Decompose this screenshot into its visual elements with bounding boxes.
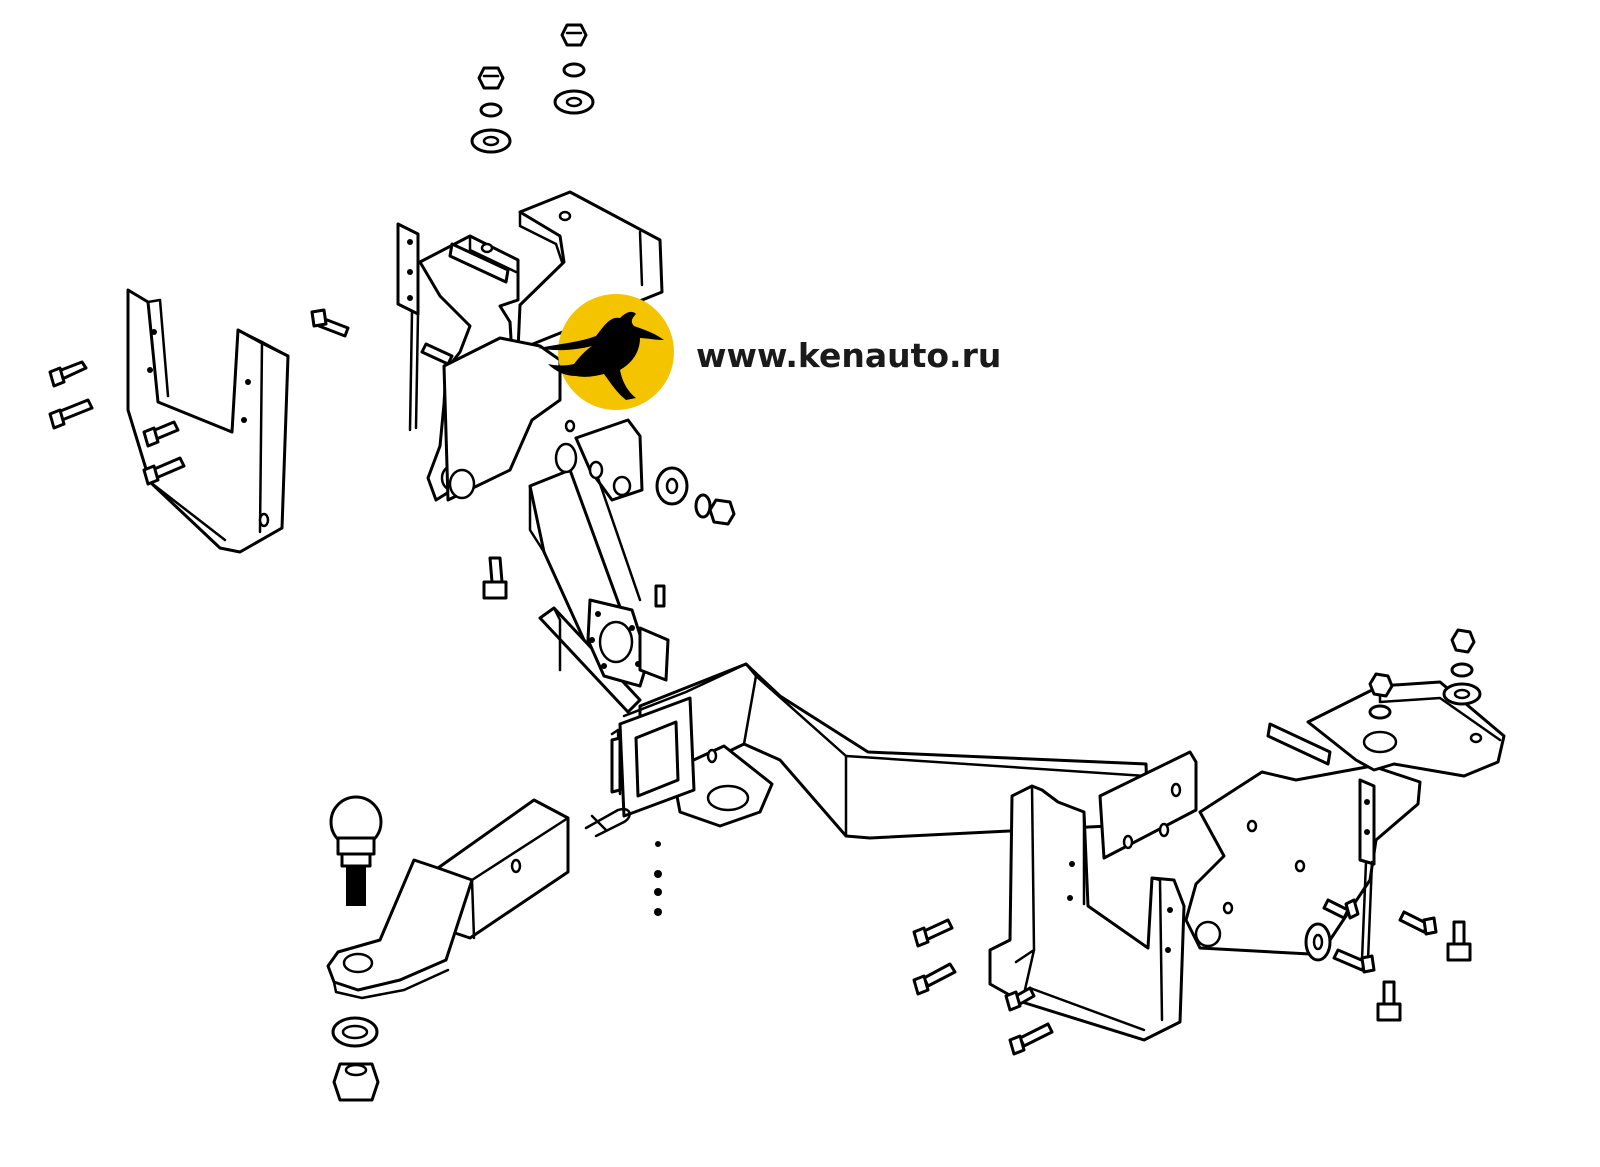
bolt-right-9 bbox=[1446, 920, 1472, 962]
bolt-right-3 bbox=[1004, 986, 1036, 1012]
lock-washer bbox=[694, 493, 712, 519]
bolt-right-4 bbox=[1008, 1022, 1054, 1056]
ball-nut bbox=[332, 1062, 380, 1102]
pin-dots bbox=[654, 841, 662, 916]
receiver-tube bbox=[610, 662, 748, 818]
upper-left-bracket bbox=[396, 190, 664, 502]
nut bbox=[560, 23, 588, 47]
top-left-hardware-stack bbox=[470, 66, 512, 154]
bolt-right-5 bbox=[1322, 898, 1360, 920]
lock-washer bbox=[479, 102, 503, 118]
small-bolt bbox=[654, 584, 666, 608]
top-right-hardware-stack bbox=[553, 23, 595, 115]
right-end-plate bbox=[1098, 750, 1198, 860]
kangaroo-icon bbox=[538, 311, 664, 400]
bolt-right-6 bbox=[1332, 948, 1376, 974]
bolt-right-8 bbox=[1398, 910, 1438, 936]
bolt-upper-left bbox=[310, 308, 350, 338]
lock-washer bbox=[562, 62, 586, 78]
washer-right-small bbox=[1304, 922, 1332, 962]
socket-plate bbox=[586, 598, 670, 688]
bolt-left-3 bbox=[142, 420, 180, 448]
bolt-vertical-left bbox=[482, 556, 508, 600]
left-side-bracket bbox=[126, 288, 290, 554]
washer-right-of-bracket bbox=[655, 466, 689, 506]
kenauto-logo bbox=[538, 294, 674, 410]
flat-washer bbox=[553, 89, 595, 115]
nut bbox=[708, 498, 736, 526]
right-mid-hardware-stack bbox=[1368, 672, 1394, 720]
right-side-bracket bbox=[988, 784, 1186, 1042]
brand-url[interactable]: www.kenauto.ru bbox=[696, 336, 1001, 375]
nut bbox=[477, 66, 505, 90]
right-top-hardware-stack bbox=[1442, 628, 1482, 706]
bolt-left-2 bbox=[48, 398, 94, 430]
right-mounting-plate bbox=[1184, 764, 1422, 956]
bolt-right-1 bbox=[912, 918, 954, 948]
bolt-right-2 bbox=[912, 962, 957, 996]
right-top-bracket bbox=[1266, 680, 1506, 962]
bolt-right-7 bbox=[1376, 980, 1402, 1022]
ball-mount-shank bbox=[326, 798, 570, 1000]
side-reinforcement-plate bbox=[538, 606, 642, 714]
bolt-left-4 bbox=[142, 456, 186, 486]
flat-washer bbox=[470, 128, 512, 154]
bolt-left-1 bbox=[48, 360, 88, 388]
hitch-pin-clip bbox=[584, 807, 631, 838]
ball-washer bbox=[331, 1016, 379, 1048]
tow-ball bbox=[329, 795, 383, 906]
